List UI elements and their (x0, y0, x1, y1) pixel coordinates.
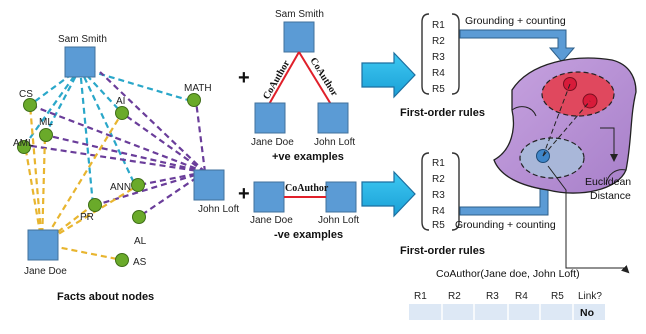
node-sam-smith (64, 46, 96, 78)
rules-top: R1 R2 R3 R4 R5 First-order rules (400, 13, 485, 119)
neg-right-node (325, 181, 357, 213)
col-header-r5: R5 (551, 291, 564, 302)
query-label: CoAuthor(Jane doe, John Loft) (436, 268, 580, 280)
col-header-r2: R2 (448, 291, 461, 302)
cluster-negative (519, 137, 585, 179)
negative-example: CoAuthor Jane Doe John Loft -ve examples (250, 181, 359, 241)
rule-top-5: R5 (432, 84, 445, 95)
knowledge-graph: Sam Smith CS AML ML AI MATH ANN PR John … (13, 34, 239, 303)
node-as (115, 253, 129, 267)
rules-top-caption: First-order rules (400, 107, 485, 119)
node-ann (131, 178, 145, 192)
neg-left-node (253, 181, 285, 213)
rule-bottom-1: R1 (432, 158, 445, 169)
node-math (187, 93, 201, 107)
pos-left-label: Jane Doe (251, 137, 294, 148)
pos-left-node (254, 102, 286, 134)
pos-caption: +ve examples (272, 151, 344, 163)
label-john-loft: John Loft (198, 204, 239, 215)
node-ai (115, 106, 129, 120)
pos-edge-left-label: CoAuthor (261, 58, 292, 102)
rule-top-2: R2 (432, 36, 445, 47)
rule-bottom-5: R5 (432, 220, 445, 231)
positive-example: Sam Smith CoAuthor CoAuthor Jane Doe Joh… (251, 9, 355, 163)
label-ml: ML (39, 117, 53, 128)
pos-top-node (283, 21, 315, 53)
grounding-bottom-label: Grounding + counting (455, 219, 556, 231)
distance-label-2: Distance (590, 190, 631, 202)
label-math: MATH (184, 83, 212, 94)
rule-bottom-2: R2 (432, 174, 445, 185)
col-header-r4: R4 (515, 291, 528, 302)
rule-bottom-3: R3 (432, 190, 445, 201)
embedding-surface (493, 57, 637, 194)
node-jane-doe (27, 229, 59, 261)
node-aml (17, 140, 31, 154)
neg-right-label: John Loft (318, 215, 359, 226)
node-john-loft (193, 169, 225, 201)
feature-table: R1 R2 R3 R4 R5 Link? No (409, 291, 605, 320)
rule-top-3: R3 (432, 52, 445, 63)
examples-panel: + + Sam Smith CoAuthor CoAuthor Jane Doe… (238, 9, 359, 241)
label-cs: CS (19, 89, 33, 100)
rules-bottom: R1 R2 R3 R4 R5 First-order rules (400, 152, 485, 257)
label-jane-doe: Jane Doe (24, 266, 67, 277)
plus-symbol-top: + (238, 67, 250, 89)
node-ml (39, 128, 53, 142)
pos-right-node (317, 102, 349, 134)
node-pr (88, 198, 102, 212)
rule-bottom-4: R4 (432, 206, 445, 217)
label-as: AS (133, 257, 147, 268)
label-ann: ANN (110, 182, 131, 193)
arrow-to-rules-top (361, 51, 416, 99)
col-header-r1: R1 (414, 291, 427, 302)
node-cs (23, 98, 37, 112)
label-sam-smith: Sam Smith (58, 34, 107, 45)
node-al (132, 210, 146, 224)
arrow-to-rules-bottom (361, 170, 416, 218)
grounding-top-label: Grounding + counting (465, 15, 566, 27)
neg-left-label: Jane Doe (250, 215, 293, 226)
plus-symbol-bottom: + (238, 183, 250, 205)
neg-edge-label: CoAuthor (285, 183, 329, 194)
label-aml: AML (13, 138, 34, 149)
label-pr: PR (80, 212, 94, 223)
rule-top-4: R4 (432, 68, 445, 79)
pos-top-label: Sam Smith (275, 9, 324, 20)
label-al: AL (134, 236, 147, 247)
grounding-arrow-top: Grounding + counting (459, 15, 576, 63)
pos-right-label: John Loft (314, 137, 355, 148)
rules-bottom-caption: First-order rules (400, 245, 485, 257)
label-ai: AI (116, 96, 125, 107)
graph-caption: Facts about nodes (57, 291, 154, 303)
neg-caption: -ve examples (274, 229, 343, 241)
distance-label-1: Euclidean (585, 176, 631, 188)
col-header-link: Link? (578, 291, 602, 302)
cluster-positive (541, 71, 615, 117)
col-header-r3: R3 (486, 291, 499, 302)
rule-top-1: R1 (432, 20, 445, 31)
link-value: No (580, 307, 594, 319)
